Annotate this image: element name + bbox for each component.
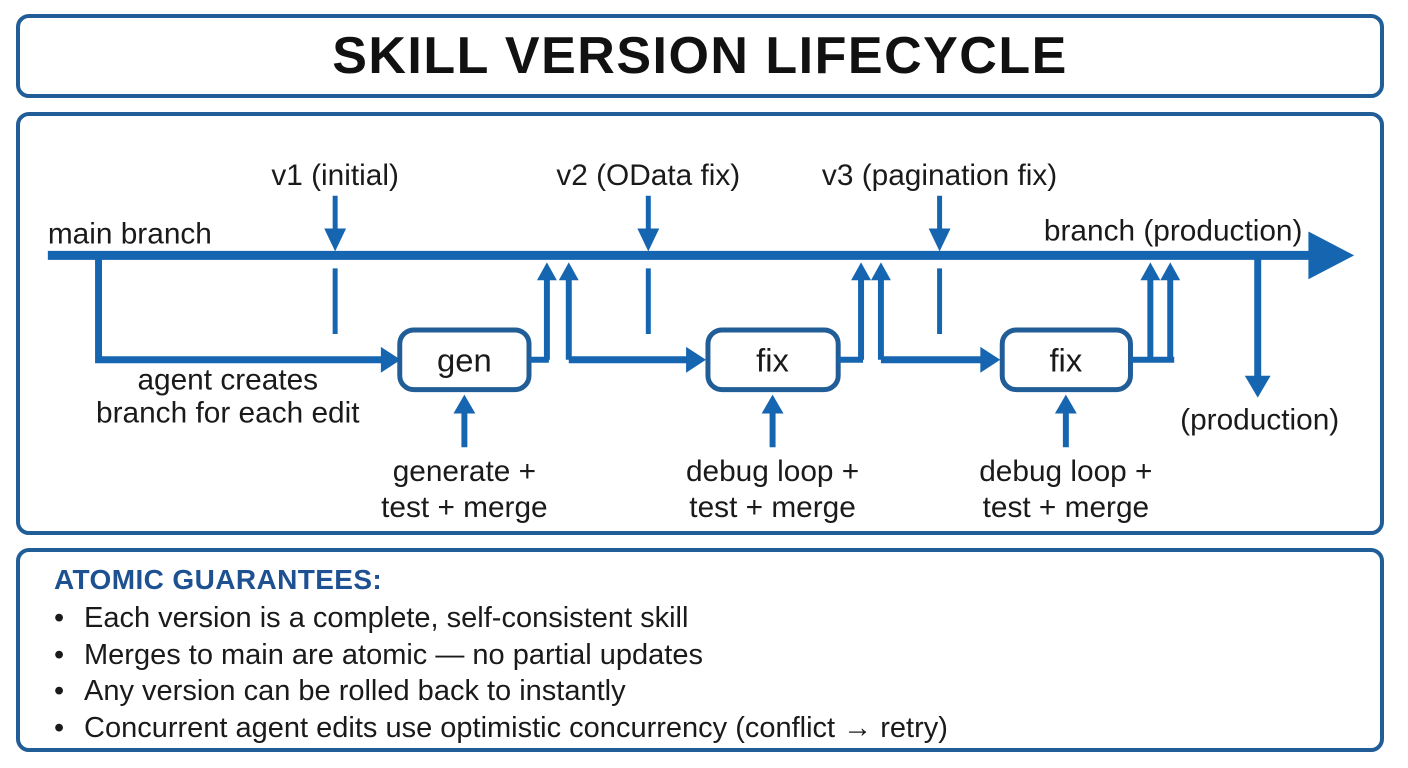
- production-drop: (production): [1180, 259, 1339, 436]
- v1-label: v1 (initial): [271, 159, 399, 192]
- fix1-caption-arrowhead-icon: [761, 394, 784, 414]
- gen-box-label: gen: [437, 342, 492, 379]
- merge1-arrowhead-b-icon: [558, 262, 579, 281]
- branch-arrowhead-icon: [380, 346, 401, 373]
- fix2-box-label: fix: [1049, 342, 1082, 379]
- branch-segment-to-fix2: [880, 346, 1001, 373]
- fix-box-2: fix: [999, 327, 1133, 393]
- guarantee-item: • Merges to main are atomic — no partial…: [54, 637, 1380, 674]
- segment-arrowhead-icon: [980, 346, 1001, 373]
- main-branch-timeline: main branch branch (production): [47, 214, 1355, 280]
- merge-arrows-2: [838, 262, 891, 363]
- guarantees-box: ATOMIC GUARANTEES: • Each version is a c…: [16, 548, 1384, 752]
- guarantee-item: • Concurrent agent edits use optimistic …: [54, 710, 1380, 747]
- version-marker-v2: v2 (OData fix): [556, 159, 740, 334]
- segment-arrowhead-icon: [686, 346, 706, 373]
- fix2-caption-arrowhead-icon: [1054, 394, 1077, 414]
- title-box: SKILL VERSION LIFECYCLE: [16, 14, 1384, 98]
- gen-caption: generate + test + merge: [381, 394, 548, 524]
- fix2-caption-line1: debug loop +: [979, 455, 1152, 488]
- guarantees-list: • Each version is a complete, self-consi…: [54, 600, 1380, 746]
- merge-arrows-3: [1130, 262, 1181, 363]
- fix1-box-label: fix: [756, 342, 789, 379]
- production-arrowhead-icon: [1244, 375, 1271, 398]
- merge3-arrowhead-a-icon: [1140, 262, 1161, 281]
- fix2-caption-line2: test + merge: [983, 491, 1150, 524]
- lifecycle-diagram: main branch branch (production) v1 (init…: [47, 159, 1355, 524]
- branch-segment-to-fix1: [568, 346, 706, 373]
- guarantee-text: Any version can be rolled back to instan…: [84, 675, 626, 707]
- fix-box-1: fix: [705, 327, 841, 393]
- v2-label: v2 (OData fix): [556, 159, 740, 192]
- merge1-arrowhead-a-icon: [536, 262, 557, 281]
- version-marker-v3: v3 (pagination fix): [822, 159, 1057, 334]
- bullet-icon: •: [54, 711, 65, 744]
- bullet-icon: •: [54, 638, 65, 671]
- branch-note-line1: agent creates: [137, 364, 318, 397]
- guarantee-item: • Each version is a complete, self-consi…: [54, 600, 1380, 637]
- page-title: SKILL VERSION LIFECYCLE: [332, 27, 1068, 85]
- v3-label: v3 (pagination fix): [822, 159, 1057, 192]
- bullet-icon: •: [54, 602, 65, 634]
- guarantee-text: Each version is a complete, self-consist…: [84, 602, 689, 634]
- bullet-icon: •: [54, 675, 65, 707]
- branch-note-line2: branch for each edit: [96, 396, 360, 429]
- v1-arrowhead-icon: [324, 228, 347, 252]
- fix1-caption-line2: test + merge: [689, 491, 856, 524]
- branch-down-line: [95, 257, 383, 364]
- production-label: (production): [1180, 403, 1339, 436]
- fix2-caption: debug loop + test + merge: [979, 394, 1152, 524]
- merge3-arrowhead-b-icon: [1160, 262, 1181, 281]
- branch-production-label: branch (production): [1044, 214, 1303, 247]
- main-branch-arrowhead-icon: [1308, 231, 1355, 280]
- merge2-arrowhead-b-icon: [870, 262, 891, 281]
- gen-caption-line1: generate +: [393, 455, 536, 488]
- main-branch-label: main branch: [48, 217, 212, 250]
- guarantees-heading: ATOMIC GUARANTEES:: [54, 564, 383, 595]
- gen-box: gen: [397, 327, 532, 393]
- merge2-arrowhead-a-icon: [851, 262, 871, 281]
- gen-caption-arrowhead-icon: [453, 394, 476, 414]
- v2-arrowhead-icon: [637, 228, 660, 252]
- guarantee-text: Concurrent agent edits use optimistic co…: [84, 711, 948, 744]
- guarantee-item: • Any version can be rolled back to inst…: [54, 673, 1380, 710]
- merge-arrows-1: [529, 262, 579, 363]
- gen-caption-line2: test + merge: [381, 491, 548, 524]
- branch-creation-path: agent creates branch for each edit: [95, 257, 401, 429]
- version-marker-v1: v1 (initial): [271, 159, 399, 334]
- fix1-caption: debug loop + test + merge: [686, 394, 859, 524]
- guarantee-text: Merges to main are atomic — no partial u…: [84, 638, 703, 671]
- lifecycle-diagram-box: main branch branch (production) v1 (init…: [16, 112, 1384, 535]
- v3-arrowhead-icon: [928, 228, 951, 252]
- fix1-caption-line1: debug loop +: [686, 455, 859, 488]
